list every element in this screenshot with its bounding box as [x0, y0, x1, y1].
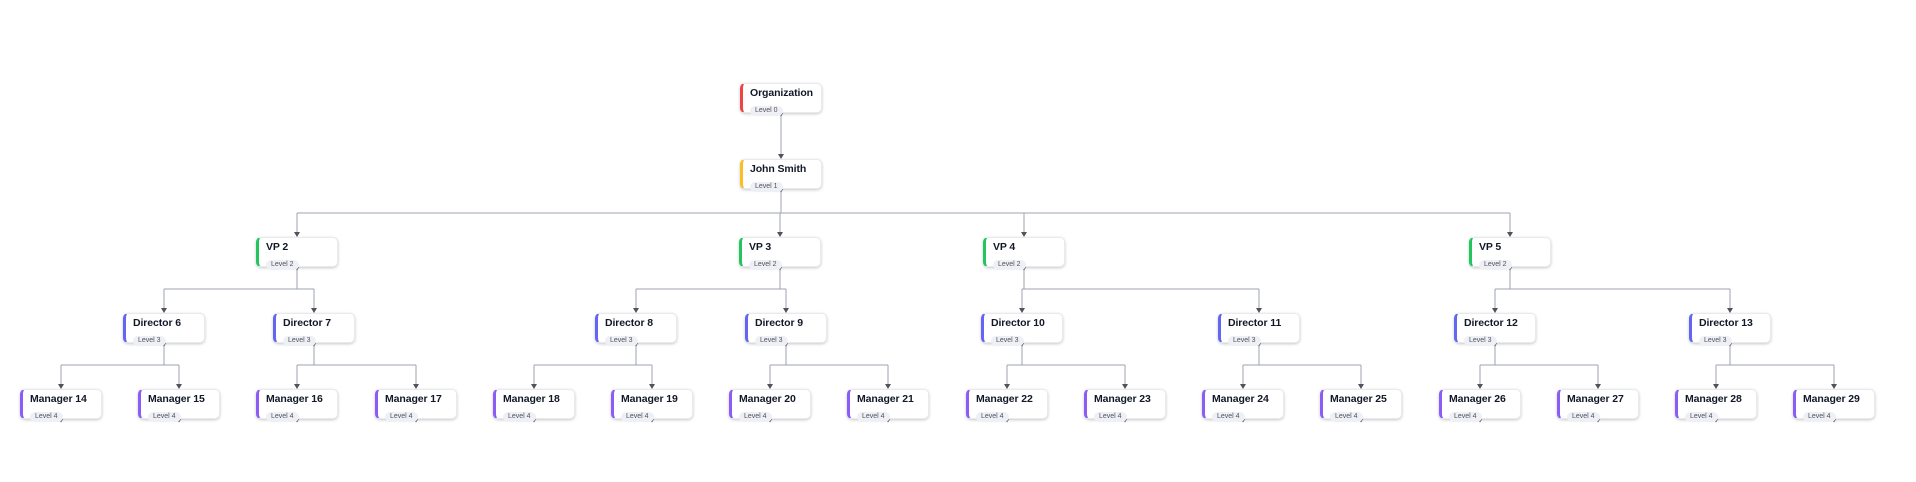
node-level-badge: Level 3	[1699, 335, 1732, 346]
node-level-badge: Level 4	[1212, 411, 1245, 422]
node-title: VP 4	[993, 241, 1016, 253]
node-level-badge: Level 0	[750, 105, 783, 116]
node-level-badge: Level 3	[605, 335, 638, 346]
node-level-badge: Level 3	[755, 335, 788, 346]
node-title: Manager 21	[857, 393, 914, 405]
node-title: Manager 14	[30, 393, 87, 405]
node-level-badge: Level 3	[133, 335, 166, 346]
node-title: Manager 15	[148, 393, 205, 405]
org-node-manager-18[interactable]: Manager 18 Level 4	[493, 389, 575, 422]
node-level-badge: Level 4	[976, 411, 1009, 422]
node-level-badge: Level 3	[1228, 335, 1261, 346]
org-node-manager-19[interactable]: Manager 19 Level 4	[611, 389, 693, 422]
node-level-badge: Level 4	[1567, 411, 1600, 422]
node-level-badge: Level 2	[993, 259, 1026, 270]
node-title: Manager 26	[1449, 393, 1506, 405]
org-node-manager-28[interactable]: Manager 28 Level 4	[1675, 389, 1757, 422]
node-title: Manager 23	[1094, 393, 1151, 405]
node-level-badge: Level 2	[749, 259, 782, 270]
node-level-badge: Level 3	[283, 335, 316, 346]
org-node-director-11[interactable]: Director 11 Level 3	[1218, 313, 1300, 346]
node-title: Director 13	[1699, 317, 1753, 329]
node-title: Manager 29	[1803, 393, 1860, 405]
org-node-vp-2[interactable]: VP 2 Level 2	[256, 237, 338, 270]
node-title: Manager 19	[621, 393, 678, 405]
org-node-director-9[interactable]: Director 9 Level 3	[745, 313, 827, 346]
node-title: VP 2	[266, 241, 289, 253]
node-title: Manager 18	[503, 393, 560, 405]
org-node-manager-15[interactable]: Manager 15 Level 4	[138, 389, 220, 422]
node-level-badge: Level 4	[1685, 411, 1718, 422]
org-node-manager-26[interactable]: Manager 26 Level 4	[1439, 389, 1521, 422]
node-title: Director 11	[1228, 317, 1282, 329]
org-node-director-8[interactable]: Director 8 Level 3	[595, 313, 677, 346]
org-node-vp-4[interactable]: VP 4 Level 2	[983, 237, 1065, 270]
node-level-badge: Level 4	[621, 411, 654, 422]
node-level-badge: Level 4	[30, 411, 63, 422]
org-node-vp-3[interactable]: VP 3 Level 2	[739, 237, 821, 270]
node-title: Director 12	[1464, 317, 1518, 329]
org-node-manager-23[interactable]: Manager 23 Level 4	[1084, 389, 1166, 422]
org-node-manager-17[interactable]: Manager 17 Level 4	[375, 389, 457, 422]
node-title: Manager 17	[385, 393, 442, 405]
node-level-badge: Level 4	[1803, 411, 1836, 422]
node-level-badge: Level 4	[739, 411, 772, 422]
node-level-badge: Level 4	[385, 411, 418, 422]
node-title: Organization	[750, 87, 813, 99]
org-node-manager-24[interactable]: Manager 24 Level 4	[1202, 389, 1284, 422]
org-node-manager-21[interactable]: Manager 21 Level 4	[847, 389, 929, 422]
org-node-vp-5[interactable]: VP 5 Level 2	[1469, 237, 1551, 270]
node-title: John Smith	[750, 163, 807, 175]
node-level-badge: Level 3	[991, 335, 1024, 346]
node-title: Manager 27	[1567, 393, 1624, 405]
org-node-manager-16[interactable]: Manager 16 Level 4	[256, 389, 338, 422]
node-level-badge: Level 4	[148, 411, 181, 422]
org-node-manager-20[interactable]: Manager 20 Level 4	[729, 389, 811, 422]
org-node-manager-25[interactable]: Manager 25 Level 4	[1320, 389, 1402, 422]
org-node-manager-29[interactable]: Manager 29 Level 4	[1793, 389, 1875, 422]
node-title: Director 9	[755, 317, 804, 329]
org-node-director-13[interactable]: Director 13 Level 3	[1689, 313, 1771, 346]
node-title: Manager 22	[976, 393, 1033, 405]
node-level-badge: Level 2	[1479, 259, 1512, 270]
node-title: Director 8	[605, 317, 654, 329]
node-level-badge: Level 4	[1094, 411, 1127, 422]
node-title: Director 10	[991, 317, 1045, 329]
node-title: Director 6	[133, 317, 182, 329]
node-title: Manager 24	[1212, 393, 1269, 405]
org-node-manager-27[interactable]: Manager 27 Level 4	[1557, 389, 1639, 422]
node-title: Manager 25	[1330, 393, 1387, 405]
node-title: Manager 16	[266, 393, 323, 405]
node-level-badge: Level 4	[266, 411, 299, 422]
node-level-badge: Level 4	[1330, 411, 1363, 422]
node-level-badge: Level 4	[857, 411, 890, 422]
node-title: VP 5	[1479, 241, 1502, 253]
node-level-badge: Level 2	[266, 259, 299, 270]
org-node-director-6[interactable]: Director 6 Level 3	[123, 313, 205, 346]
org-node-manager-22[interactable]: Manager 22 Level 4	[966, 389, 1048, 422]
node-title: Manager 20	[739, 393, 796, 405]
org-node-manager-14[interactable]: Manager 14 Level 4	[20, 389, 102, 422]
org-node-director-7[interactable]: Director 7 Level 3	[273, 313, 355, 346]
node-level-badge: Level 1	[750, 181, 783, 192]
node-level-badge: Level 4	[1449, 411, 1482, 422]
node-title: Manager 28	[1685, 393, 1742, 405]
node-level-badge: Level 4	[503, 411, 536, 422]
node-title: Director 7	[283, 317, 332, 329]
org-node-director-10[interactable]: Director 10 Level 3	[981, 313, 1063, 346]
org-node-director-12[interactable]: Director 12 Level 3	[1454, 313, 1536, 346]
node-level-badge: Level 3	[1464, 335, 1497, 346]
node-title: VP 3	[749, 241, 772, 253]
